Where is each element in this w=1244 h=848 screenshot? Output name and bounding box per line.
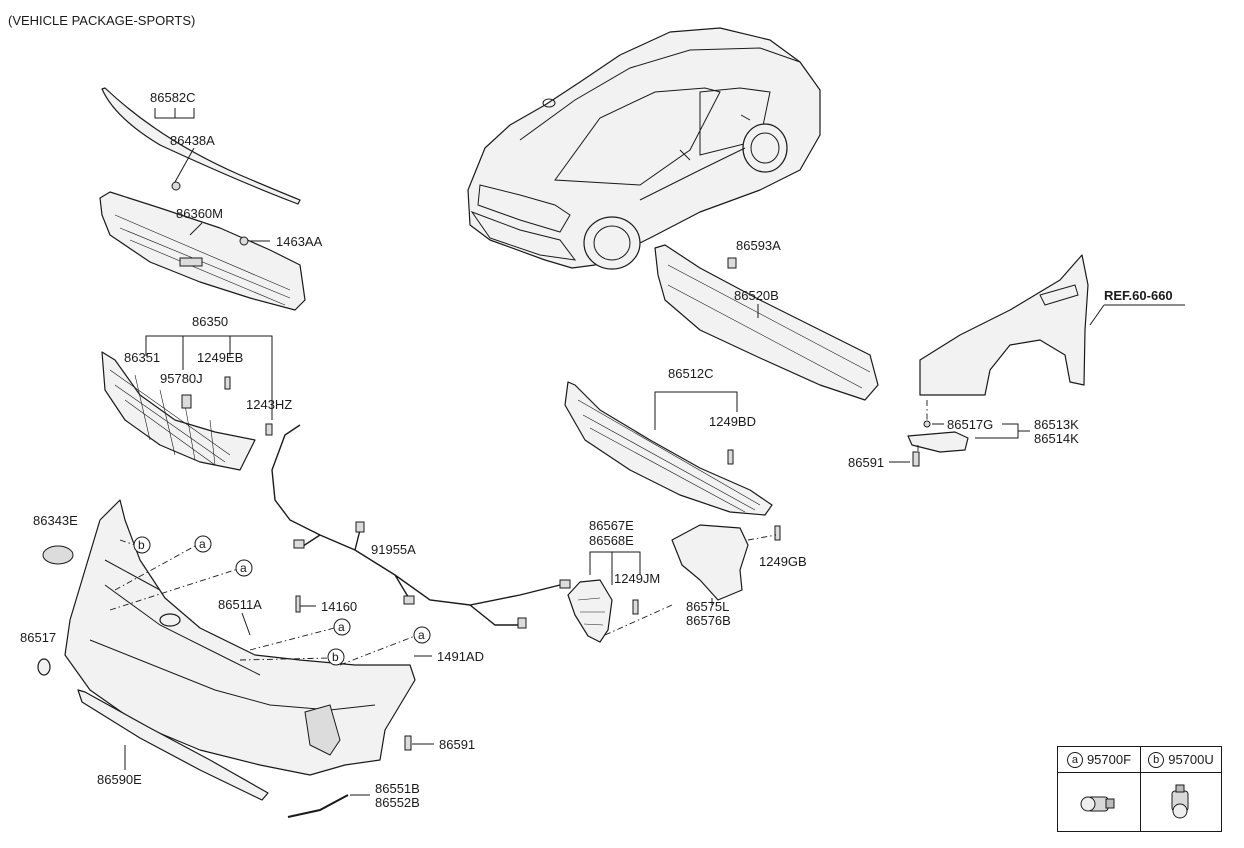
marker-a-1: a [194, 535, 212, 553]
label-1249GB: 1249GB [759, 554, 807, 569]
label-86593A: 86593A [736, 238, 781, 253]
label-86438A: 86438A [170, 133, 215, 148]
front-fender [919, 254, 1089, 396]
label-86582C: 86582C [150, 90, 196, 105]
marker-b-2: b [327, 648, 345, 666]
svg-text:a: a [418, 628, 425, 642]
molding-strip [101, 87, 301, 205]
label-1249JM: 1249JM [614, 571, 660, 586]
label-1463AA: 1463AA [276, 234, 323, 249]
label-1491AD: 1491AD [437, 649, 484, 664]
vehicle-illustration [467, 27, 821, 270]
label-86514K: 86514K [1034, 431, 1079, 446]
svg-text:b: b [138, 538, 145, 552]
legend-marker-a: a [1066, 751, 1083, 768]
parking-sensor-b-icon [1171, 784, 1189, 819]
label-86551B: 86551B [375, 781, 420, 796]
legend-part-a: 95700F [1086, 752, 1132, 767]
svg-text:b: b [332, 650, 339, 664]
label-86568E: 86568E [589, 533, 634, 548]
label-1249BD: 1249BD [709, 414, 756, 429]
label-86591-front: 86591 [439, 737, 475, 752]
marker-a-2: a [235, 559, 253, 577]
label-86575L: 86575L [686, 599, 729, 614]
legend-marker-b: b [1148, 751, 1165, 768]
radiator-cover [99, 191, 306, 311]
label-86576B: 86576B [686, 613, 731, 628]
parking-sensor-a-icon [1080, 796, 1115, 812]
front-bumper [64, 499, 416, 776]
kia-emblem [42, 545, 74, 565]
marker-a-3: a [333, 618, 351, 636]
label-86552B: 86552B [375, 795, 420, 810]
ref-label: REF.60-660 [1104, 288, 1173, 303]
svg-text:a: a [240, 561, 247, 575]
label-1243HZ: 1243HZ [246, 397, 292, 412]
fog-lamp-bracket [671, 524, 749, 601]
marker-a-4: a [413, 626, 431, 644]
label-95780J: 95780J [160, 371, 203, 386]
label-1249EB: 1249EB [197, 350, 243, 365]
legend-cell-b: b 95700U [1140, 747, 1222, 831]
lower-grille [564, 381, 773, 516]
marker-b-1: b [133, 536, 151, 554]
label-86511A: 86511A [218, 597, 262, 612]
label-86520B: 86520B [734, 288, 779, 303]
wiring-harness [271, 424, 571, 629]
radiator-grille [101, 351, 256, 471]
legend-cell-a: a 95700F [1058, 747, 1141, 831]
label-86350: 86350 [192, 314, 228, 329]
label-86517G: 86517G [947, 417, 993, 432]
fender-bracket [907, 431, 969, 453]
label-86360M: 86360M [176, 206, 223, 221]
bumper-absorber [654, 244, 879, 401]
legend-header-b: b 95700U [1140, 747, 1222, 773]
label-86590E: 86590E [97, 772, 142, 787]
svg-text:a: a [199, 537, 206, 551]
label-86567E: 86567E [589, 518, 634, 533]
package-note: (VEHICLE PACKAGE-SPORTS) [8, 13, 195, 28]
label-86591-side: 86591 [848, 455, 884, 470]
sensor-legend-table: a 95700F b 95700U [1057, 746, 1222, 832]
label-91955A: 91955A [371, 542, 416, 557]
label-86517: 86517 [20, 630, 56, 645]
label-86512C: 86512C [668, 366, 714, 381]
legend-part-b: 95700U [1168, 752, 1214, 767]
bumper-lower-lip [77, 689, 269, 801]
fog-lamp-cover [567, 579, 613, 643]
label-14160: 14160 [321, 599, 357, 614]
legend-header-a: a 95700F [1058, 747, 1140, 773]
svg-text:a: a [338, 620, 345, 634]
label-86351: 86351 [124, 350, 160, 365]
label-86513K: 86513K [1034, 417, 1079, 432]
label-86343E: 86343E [33, 513, 78, 528]
